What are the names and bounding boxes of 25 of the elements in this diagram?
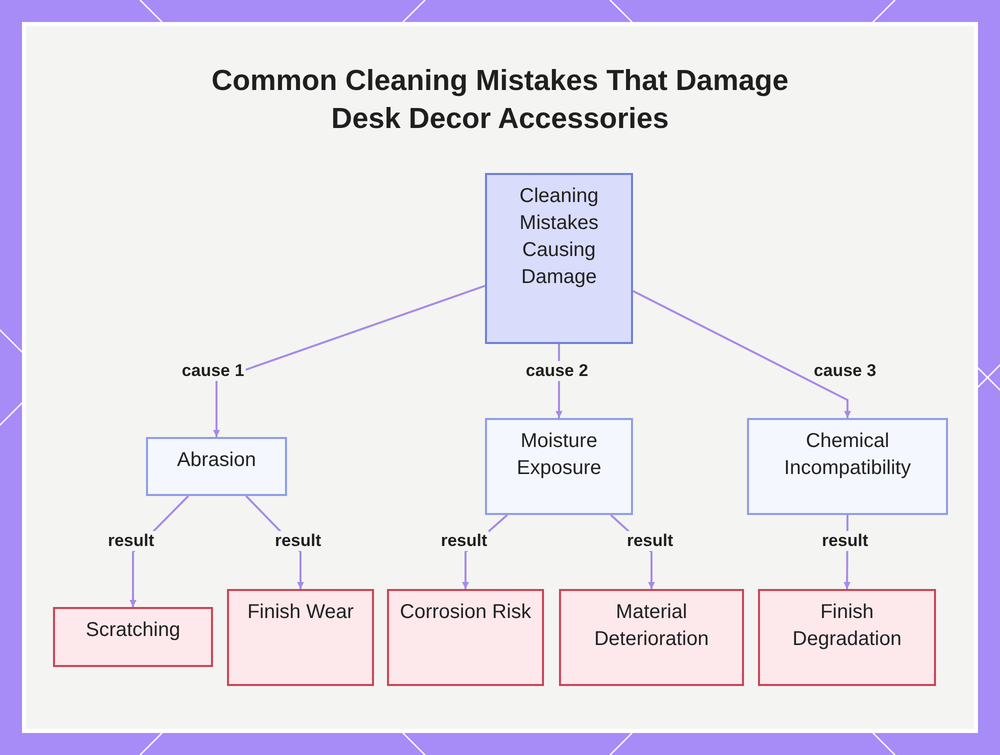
cause-box <box>146 437 287 496</box>
box-label: Chemical Incompatibility <box>783 429 912 481</box>
title: Common Cleaning Mistakes That Damage Desk Decor Accessories <box>210 64 790 137</box>
edge-label: cause 2 <box>524 361 590 381</box>
edge-label: cause 3 <box>812 361 878 381</box>
effect-box <box>53 607 213 667</box>
effect-box <box>227 589 374 686</box>
effect-box <box>387 589 544 686</box>
arrow <box>632 290 851 418</box>
box-label: Cleaning Mistakes Causing Damage <box>518 184 600 290</box>
box-label: Moisture Exposure <box>516 429 602 481</box>
box-label: Corrosion Risk <box>398 600 532 625</box>
box-label: Finish Degradation <box>792 600 902 652</box>
edge-label: cause 1 <box>180 361 246 381</box>
box-label: Abrasion <box>176 448 257 473</box>
box-label: Finish Wear <box>246 600 355 625</box>
cause-box <box>485 418 633 515</box>
box-label: Material Deterioration <box>593 600 710 652</box>
effect-box <box>758 589 936 686</box>
topic-box <box>485 173 633 344</box>
arrow <box>213 284 486 437</box>
cause-box <box>747 418 948 515</box>
effect-box <box>559 589 744 686</box>
box-label: Scratching <box>84 618 182 643</box>
edge-label: result <box>624 531 676 551</box>
